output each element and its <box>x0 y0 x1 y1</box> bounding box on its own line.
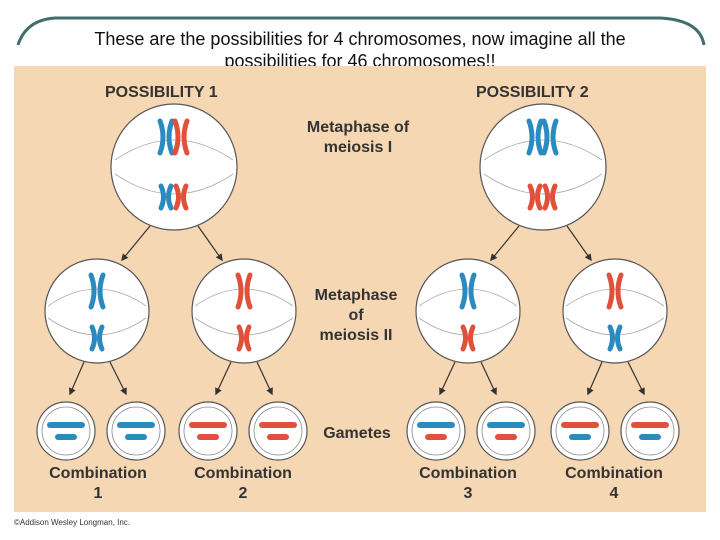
metaphase-2-cell-4 <box>562 258 668 364</box>
gamete-4b <box>620 401 680 461</box>
combination-4-number: 4 <box>610 485 619 502</box>
combination-4-label: Combination <box>565 465 663 482</box>
combination-3-label: Combination <box>419 465 517 482</box>
metaphase-2-label-line-1: Metaphase <box>315 287 398 304</box>
metaphase-1-cell-possibility-2 <box>479 103 607 231</box>
gamete-4a <box>550 401 610 461</box>
metaphase-2-cell-3 <box>415 258 521 364</box>
arrows-level-2 <box>69 361 645 396</box>
arrows-level-1 <box>121 225 592 262</box>
metaphase-1-cell-possibility-1 <box>110 103 238 231</box>
metaphase-2-label-line-2: of <box>348 307 364 324</box>
possibility-1-heading: POSSIBILITY 1 <box>105 84 218 101</box>
gamete-2b <box>248 401 308 461</box>
gamete-3a <box>406 401 466 461</box>
combination-1-label: Combination <box>49 465 147 482</box>
metaphase-1-label-line-2: meiosis I <box>324 139 392 156</box>
caption-line-1: These are the possibilities for 4 chromo… <box>94 29 626 49</box>
combination-2-number: 2 <box>239 485 248 502</box>
metaphase-1-label: Metaphase of meiosis I <box>307 119 410 156</box>
gamete-1a <box>36 401 96 461</box>
combination-3-number: 3 <box>464 485 473 502</box>
metaphase-1-label-line-1: Metaphase of <box>307 119 410 136</box>
gametes-label: Gametes <box>323 425 391 442</box>
copyright-credit: ©Addison Wesley Longman, Inc. <box>14 518 131 527</box>
metaphase-2-label-line-3: meiosis II <box>320 327 393 344</box>
metaphase-2-label: Metaphase of meiosis II <box>315 287 398 344</box>
possibility-2-heading: POSSIBILITY 2 <box>476 84 589 101</box>
metaphase-2-cell-2 <box>191 258 297 364</box>
gamete-3b <box>476 401 536 461</box>
gamete-1b <box>106 401 166 461</box>
metaphase-2-cell-1 <box>44 258 150 364</box>
combination-2-label: Combination <box>194 465 292 482</box>
gamete-2a <box>178 401 238 461</box>
combination-1-number: 1 <box>94 485 103 502</box>
